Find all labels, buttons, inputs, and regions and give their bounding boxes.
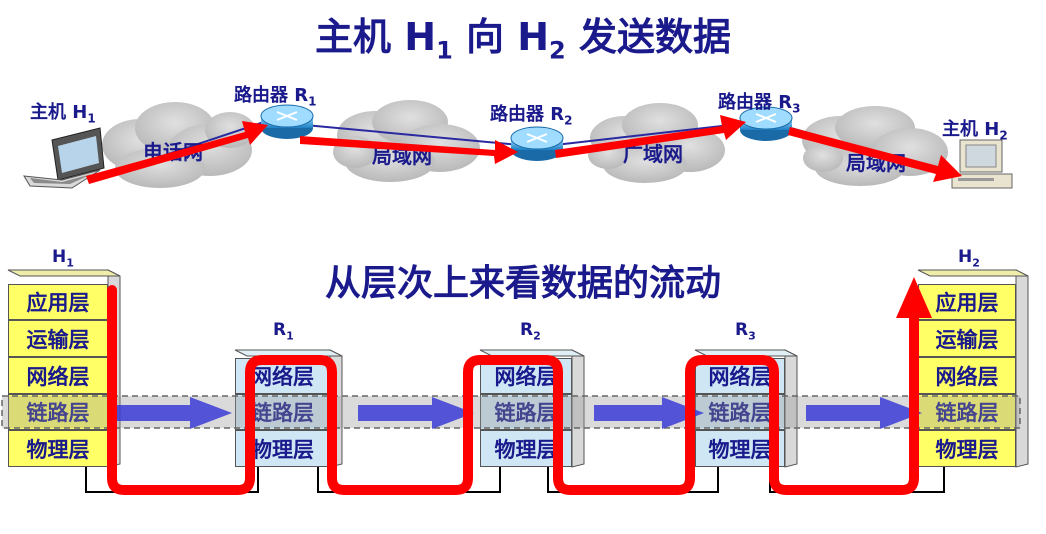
stack-r1-label: R1: [273, 320, 294, 343]
data-flow-path: [107, 285, 919, 495]
router-1-label: 路由器 R1: [234, 85, 317, 109]
page-title: 主机 H1 向 H2 发送数据: [315, 15, 731, 65]
layer-view-title: 从层次上来看数据的流动: [324, 263, 721, 304]
stack-h2-label: H2: [958, 247, 980, 270]
router-icon: [739, 106, 793, 141]
router-icon: [510, 126, 564, 161]
host-2-label: 主机 H2: [942, 119, 1008, 143]
laptop-icon: [23, 127, 105, 189]
layer-network: 网络层: [8, 357, 108, 394]
layer-link: 链路层: [8, 394, 108, 430]
layer-physical: 物理层: [918, 430, 1016, 467]
desktop-computer-icon: [951, 139, 1013, 189]
data-path-arrows: [86, 115, 962, 184]
layer-transport: 运输层: [918, 320, 1016, 357]
layer-physical: 物理层: [235, 430, 330, 467]
router-icon: [260, 104, 314, 139]
cloud-icon: [588, 103, 725, 183]
network-topology: [23, 100, 1013, 189]
layer-application: 应用层: [918, 284, 1016, 320]
router-2-label: 路由器 R2: [490, 104, 573, 128]
link-arrow: [112, 397, 232, 429]
stack-r3-label: R3: [735, 320, 756, 343]
link-arrow: [358, 397, 474, 429]
host-1-label: 主机 H1: [30, 102, 96, 126]
stack-h1-label: H1: [52, 247, 74, 270]
layer-link: 链路层: [918, 394, 1016, 430]
link-arrow: [806, 397, 922, 429]
layer-network: 网络层: [918, 357, 1016, 394]
flow-arrowhead: [896, 277, 932, 318]
link-arrow: [594, 397, 704, 429]
router-3-label: 路由器 R3: [718, 92, 801, 116]
layer-application: 应用层: [8, 284, 108, 320]
stack-r2-label: R2: [520, 320, 541, 343]
layer-physical: 物理层: [8, 430, 108, 467]
